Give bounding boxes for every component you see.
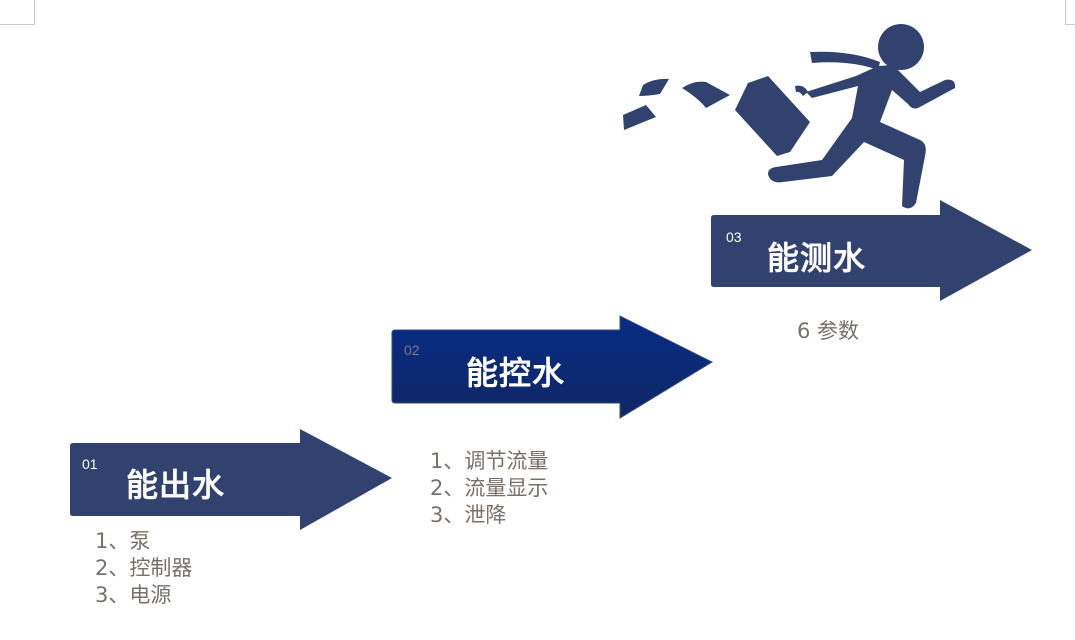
step-number-1: 01 <box>82 456 98 472</box>
step-number-2: 02 <box>404 342 420 358</box>
list-item: 1、调节流量 <box>430 449 549 473</box>
step-title-3: 能测水 <box>767 239 867 277</box>
running-businessman-icon <box>623 24 956 209</box>
list-item: 1、泵 <box>95 529 151 553</box>
page-corner-mark-right <box>1065 0 1075 25</box>
list-item: 3、电源 <box>95 583 172 607</box>
step-2-items: 1、调节流量 2、流量显示 3、泄降 <box>430 448 548 529</box>
list-item: 2、控制器 <box>95 556 193 580</box>
step-arrow-1 <box>70 429 392 530</box>
step-title-1: 能出水 <box>126 466 226 504</box>
step-arrow-2 <box>391 315 714 419</box>
step-number-3: 03 <box>726 229 742 245</box>
list-item: 3、泄降 <box>430 503 507 527</box>
step-title-2: 能控水 <box>466 354 566 392</box>
list-item: 6 参数 <box>797 319 860 343</box>
step-arrow-3 <box>711 200 1032 301</box>
step-1-items: 1、泵 2、控制器 3、电源 <box>95 528 192 609</box>
list-item: 2、流量显示 <box>430 476 549 500</box>
page-corner-mark-left <box>0 0 35 25</box>
step-3-items: 6 参数 <box>797 318 859 345</box>
